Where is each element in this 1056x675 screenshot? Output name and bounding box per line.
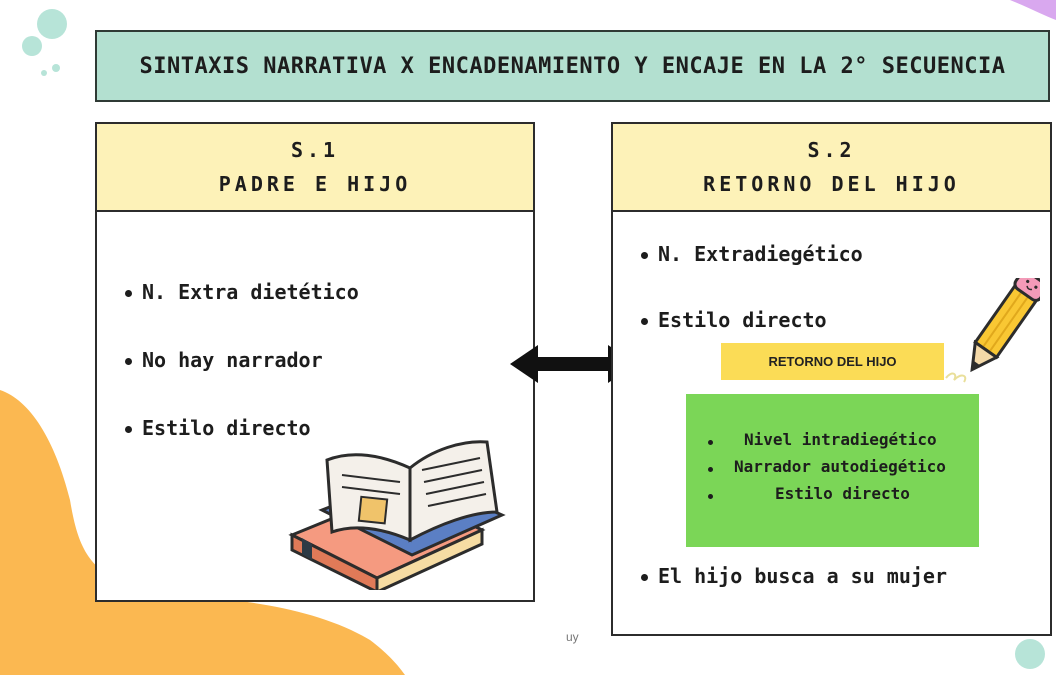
list-item: N. Extradiegético xyxy=(641,242,863,266)
bullet-dot xyxy=(125,358,132,365)
purple-corner xyxy=(1010,0,1056,20)
orange-blob xyxy=(0,390,405,675)
bullet-dot xyxy=(125,426,132,433)
sequence-name: RETORNO DEL HIJO xyxy=(703,172,960,196)
bullet-dot xyxy=(708,440,713,445)
bullet-dot xyxy=(641,318,648,325)
bullet-dot xyxy=(641,574,648,581)
sequence-code: S.1 xyxy=(290,138,340,162)
sequence-card-2-header: S.2 RETORNO DEL HIJO xyxy=(613,124,1050,212)
book-stack-icon xyxy=(288,440,506,590)
page-title: SINTAXIS NARRATIVA X ENCADENAMIENTO Y EN… xyxy=(95,30,1050,102)
watermark-text: uy xyxy=(566,630,579,644)
list-item: Estilo directo xyxy=(125,416,311,440)
list-item: N. Extra dietético xyxy=(125,280,359,304)
list-item-text: Estilo directo xyxy=(658,308,827,332)
list-item-text: Estilo directo xyxy=(142,416,311,440)
sequence-name: PADRE E HIJO xyxy=(218,172,412,196)
nested-list-item: Narrador autodiegético xyxy=(734,457,946,476)
list-item: No hay narrador xyxy=(125,348,323,372)
sequence-card-2: S.2 RETORNO DEL HIJO N. Extradiegético E… xyxy=(611,122,1052,636)
list-item-text: No hay narrador xyxy=(142,348,323,372)
list-item-text: N. Extradiegético xyxy=(658,242,863,266)
list-item: El hijo busca a su mujer xyxy=(641,564,947,588)
bullet-dot xyxy=(708,467,713,472)
bullet-dot xyxy=(708,494,713,499)
double-arrow-icon xyxy=(510,345,636,383)
nested-sequence-tag: RETORNO DEL HIJO xyxy=(721,343,944,380)
nested-list-item: Nivel intradiegético xyxy=(744,430,937,449)
sequence-card-1-header: S.1 PADRE E HIJO xyxy=(97,124,533,212)
nested-sequence-box: Nivel intradiegético Narrador autodiegét… xyxy=(686,394,979,547)
pencil-icon xyxy=(945,278,1040,383)
sequence-code: S.2 xyxy=(807,138,856,162)
nested-list-item: Estilo directo xyxy=(775,484,910,503)
bullet-dot xyxy=(641,252,648,259)
bullet-dot xyxy=(125,290,132,297)
list-item-text: N. Extra dietético xyxy=(142,280,359,304)
list-item-text: El hijo busca a su mujer xyxy=(658,564,947,588)
teal-dots-topleft xyxy=(22,9,67,76)
list-item: Estilo directo xyxy=(641,308,827,332)
